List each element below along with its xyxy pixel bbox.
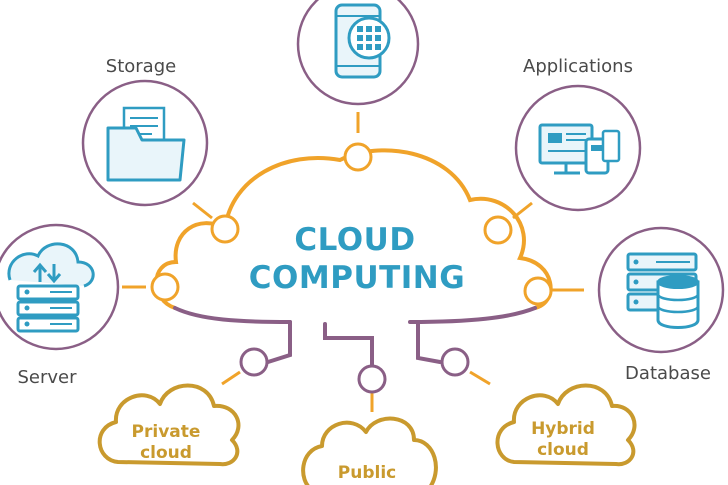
hybrid-cloud-label-line-1: Hybrid (531, 419, 595, 439)
hub-nodes (150, 142, 553, 306)
branch-node-hybrid (440, 347, 470, 377)
hub-node-storage (210, 214, 240, 244)
database-label: Database (625, 363, 711, 384)
branch-lines (266, 320, 442, 367)
hub-node-top (343, 142, 373, 172)
hub-node-server (150, 272, 180, 302)
hub-node-applications (483, 215, 513, 245)
branch-node-private (239, 347, 269, 377)
connector-hybrid (469, 370, 491, 386)
branch-public (323, 322, 374, 367)
hybrid-cloud-label-line-2: cloud (537, 440, 589, 460)
main-cloud-base (173, 306, 537, 324)
connector-private (221, 370, 241, 386)
public-cloud-label: Public (338, 463, 396, 483)
private-cloud-label-line-2: cloud (140, 443, 192, 463)
hybrid-cloud-shape (495, 383, 637, 467)
server-upload-download-icon (7, 242, 95, 333)
branch-node-public (357, 364, 387, 394)
title-line-2: COMPUTING (249, 260, 465, 296)
database-icon (626, 252, 700, 329)
branch-nodes (239, 347, 470, 394)
cloud-type-connectors (221, 370, 491, 412)
mobile-app-icon (334, 3, 391, 79)
connector-storage (192, 201, 213, 220)
folder-icon (106, 106, 186, 182)
title-line-1: CLOUD (294, 222, 415, 258)
applications-label: Applications (523, 56, 633, 77)
branch-hybrid (416, 322, 442, 364)
computer-devices-icon (538, 123, 621, 175)
branch-private (266, 320, 292, 364)
cloud-type-shapes (97, 383, 637, 485)
public-cloud-shape (301, 416, 438, 485)
private-cloud-label-line-1: Private (132, 422, 201, 442)
hub-node-database (523, 276, 553, 306)
private-cloud-shape (97, 383, 241, 467)
storage-label: Storage (106, 56, 176, 77)
server-label: Server (17, 367, 77, 388)
